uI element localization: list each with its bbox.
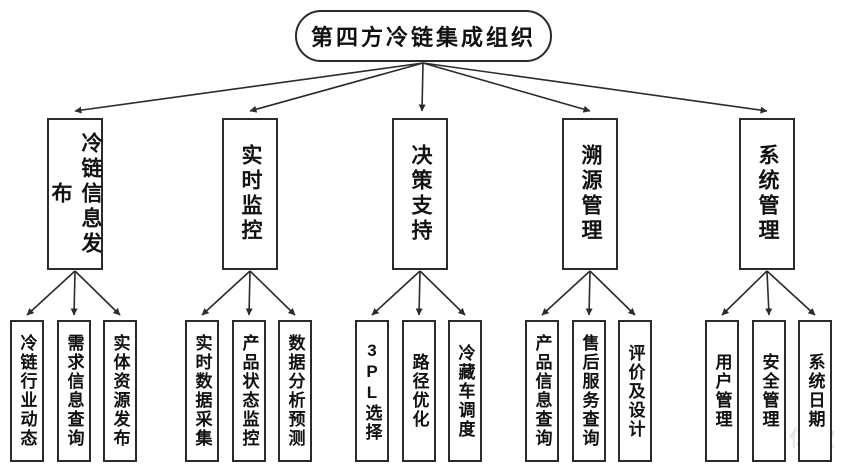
branch-cold-chain-info-publish: 冷链信息发布 bbox=[47, 118, 103, 270]
branch-3-fan-arrows bbox=[371, 270, 466, 316]
branch-traceability-management: 溯源管理 bbox=[562, 118, 618, 270]
leaf-after-sales-service-query: 售后服务查询 bbox=[572, 320, 606, 462]
branch-2-fan-arrows bbox=[201, 270, 296, 316]
branch-decision-support: 决策支持 bbox=[392, 118, 448, 270]
leaf-cold-chain-industry-trends: 冷链行业动态 bbox=[10, 320, 44, 462]
leaf-reefer-truck-dispatch: 冷藏车调度 bbox=[448, 320, 482, 462]
branch-realtime-monitoring: 实时监控 bbox=[222, 118, 278, 270]
branch-5-fan-arrows bbox=[721, 270, 816, 316]
leaf-product-status-monitoring: 产品状态监控 bbox=[232, 320, 266, 462]
leaf-route-optimization: 路径优化 bbox=[402, 320, 436, 462]
branch-1-fan-arrows bbox=[26, 270, 121, 316]
leaf-entity-resource-publish: 实体资源发布 bbox=[103, 320, 137, 462]
branch-4-fan-arrows bbox=[541, 270, 636, 316]
branch-system-management: 系统管理 bbox=[739, 118, 795, 270]
leaf-system-date: 系统日期 bbox=[798, 320, 832, 462]
root-fan-arrows bbox=[74, 62, 768, 114]
root-node: 第四方冷链集成组织 bbox=[295, 10, 552, 62]
leaf-security-management: 安全管理 bbox=[752, 320, 786, 462]
leaf-user-management: 用户管理 bbox=[705, 320, 739, 462]
leaf-3pl-selection: 3PL选择 bbox=[355, 320, 389, 462]
leaf-demand-info-query: 需求信息查询 bbox=[57, 320, 91, 462]
leaf-evaluation-and-design: 评价及设计 bbox=[618, 320, 652, 462]
leaf-product-info-query: 产品信息查询 bbox=[525, 320, 559, 462]
leaf-data-analysis-forecast: 数据分析预测 bbox=[278, 320, 312, 462]
leaf-realtime-data-collection: 实时数据采集 bbox=[185, 320, 219, 462]
